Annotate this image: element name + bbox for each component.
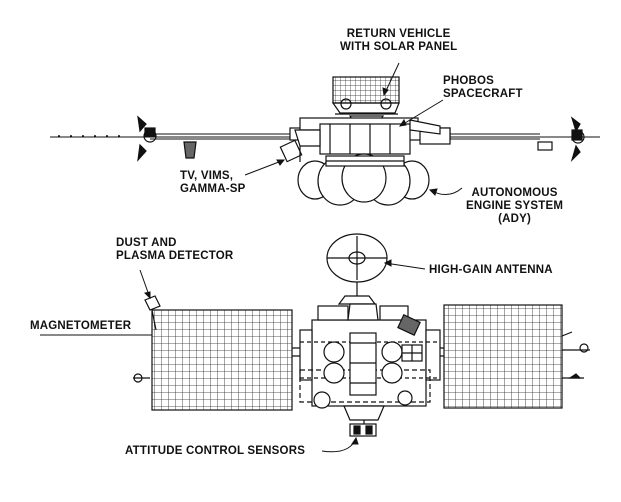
tv-vims-line-1: TV, VIMS,: [180, 170, 234, 182]
return-vehicle-label: RETURN VEHICLE WITH SOLAR PANEL: [340, 28, 457, 54]
magnetometer-label: MAGNETOMETER: [30, 320, 132, 332]
top-view: [40, 233, 590, 437]
top-view-leaders: [139, 259, 426, 453]
phobos-line-1: PHOBOS: [443, 75, 495, 87]
attitude-control-label: ATTITUDE CONTROL SENSORS: [125, 445, 306, 457]
dust-line-2: PLASMA DETECTOR: [116, 250, 234, 262]
phobos-spacecraft-label: PHOBOS SPACECRAFT: [443, 75, 523, 101]
side-view: [50, 76, 600, 206]
engine-line-2: ENGINE SYSTEM: [466, 200, 564, 212]
engine-system-label: AUTONOMOUS ENGINE SYSTEM (ADY): [466, 187, 563, 226]
dust-line-1: DUST AND: [116, 237, 177, 249]
tv-vims-line-2: GAMMA-SP: [180, 183, 246, 195]
high-gain-antenna-label: HIGH-GAIN ANTENNA: [429, 264, 553, 276]
tv-vims-label: TV, VIMS, GAMMA-SP: [180, 170, 246, 196]
dust-plasma-label: DUST AND PLASMA DETECTOR: [116, 237, 233, 263]
phobos-line-2: SPACECRAFT: [443, 88, 523, 100]
side-view-leaders: [244, 62, 463, 196]
return-vehicle-line-1: RETURN VEHICLE: [346, 28, 451, 40]
engine-line-1: AUTONOMOUS: [471, 187, 558, 199]
return-vehicle-line-2: WITH SOLAR PANEL: [340, 41, 458, 53]
engine-line-3: (ADY): [498, 213, 532, 225]
